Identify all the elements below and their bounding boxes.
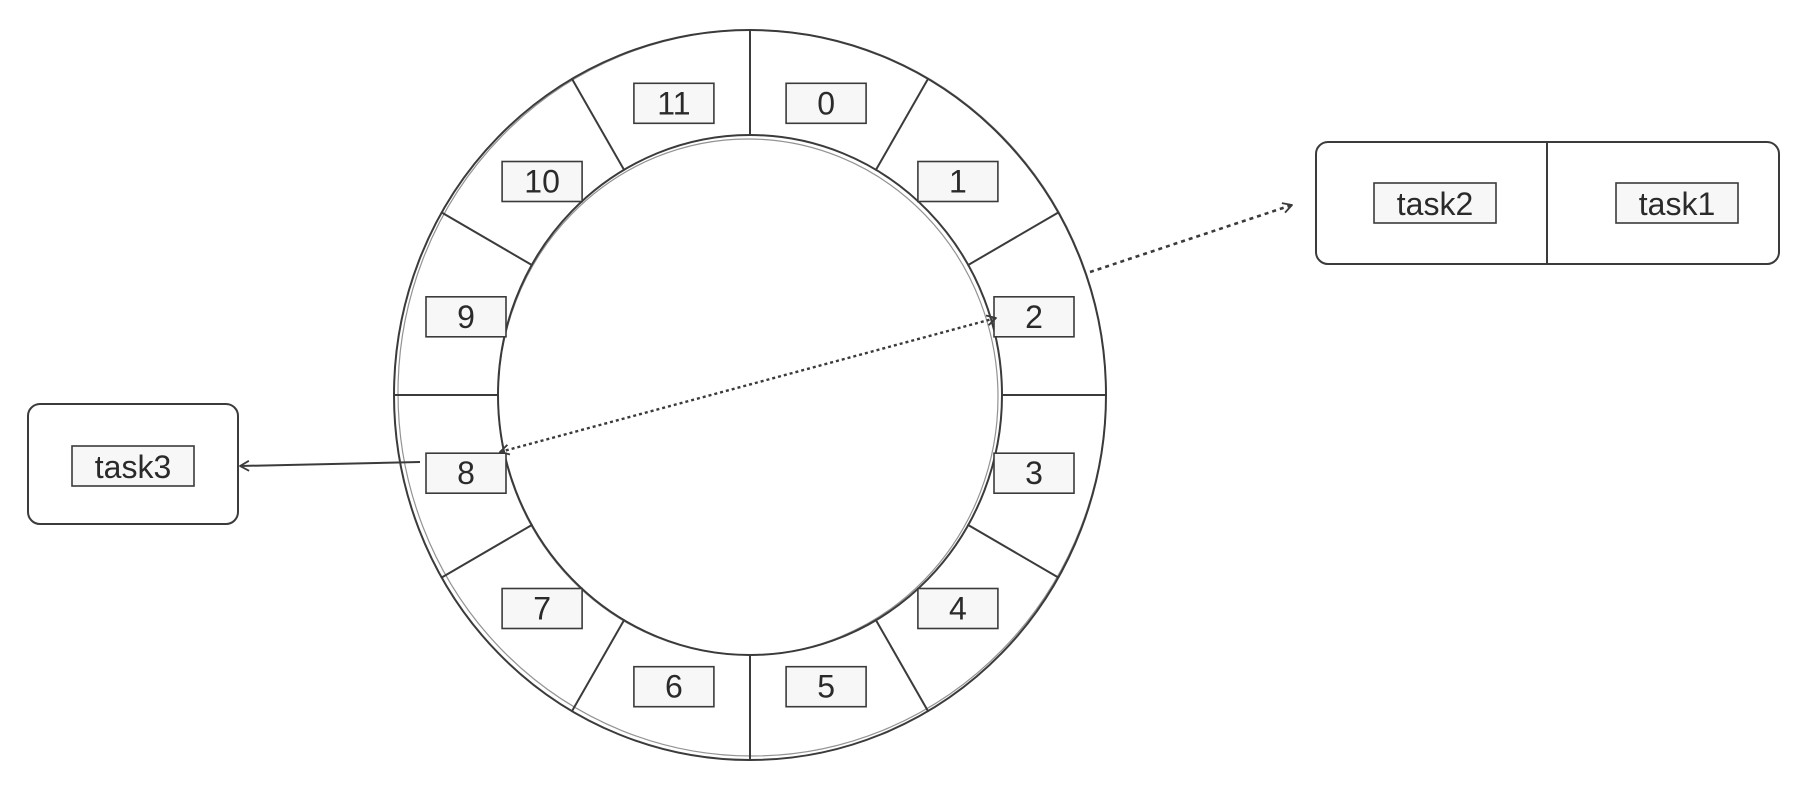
slot-label-box: [633, 665, 715, 708]
slot-label-box: [501, 160, 583, 203]
slot-divider: [875, 77, 929, 171]
slot-label-box: [501, 587, 583, 630]
slot-11: 11: [633, 82, 715, 125]
slot-label: 0: [817, 85, 835, 121]
slot-7: 7: [501, 587, 583, 630]
slot-label: 1: [949, 164, 967, 200]
slot-8: 8: [425, 452, 507, 495]
wheel-slot-dividers: [393, 29, 1107, 761]
slot-3-task-arrow: [1089, 202, 1293, 274]
slot-label: 5: [817, 669, 835, 705]
task2-entry: task2: [1373, 182, 1497, 224]
task1-entry: task1: [1615, 182, 1739, 224]
slot-label-box: [785, 665, 867, 708]
slot-label-box: [993, 452, 1075, 495]
slot-1: 1: [917, 160, 999, 203]
slot-4: 4: [917, 587, 999, 630]
slot-9-task-list: task3: [27, 403, 239, 525]
slot-divider: [571, 619, 625, 713]
slot-divider: [967, 211, 1060, 266]
slot-label-box: [633, 82, 715, 125]
task3-entry: task3: [71, 445, 195, 487]
slot-divider: [571, 77, 625, 171]
slot-divider: [440, 211, 533, 266]
wheel-slot-labels: 0 1 2 3 4 5 6 7 8 9 10 11: [425, 82, 1075, 708]
task1-label: task1: [1639, 186, 1715, 222]
slot-label: 11: [657, 85, 690, 121]
task3-label: task3: [95, 449, 171, 485]
slot-label: 10: [524, 164, 560, 200]
slot-3: 3: [993, 452, 1075, 495]
slot-label-box: [785, 82, 867, 125]
slot-label-box: [425, 452, 507, 495]
wheel-inner-circle-sketch: [497, 138, 999, 656]
slot-label: 9: [457, 299, 475, 335]
slot-5: 5: [785, 665, 867, 708]
slot-10: 10: [501, 160, 583, 203]
slot-divider: [967, 524, 1060, 579]
slot-divider: [875, 619, 929, 713]
slot-label-box: [917, 160, 999, 203]
slot-3-task-list: task2 task1: [1315, 141, 1780, 265]
slot-9-task-arrow: [239, 460, 421, 472]
slot-label: 7: [533, 591, 551, 627]
slot-label: 3: [1025, 455, 1043, 491]
slot-label: 4: [949, 591, 967, 627]
slot-divider: [440, 524, 533, 579]
slot-label-box: [993, 295, 1075, 338]
slot-label-box: [917, 587, 999, 630]
current-tick-pointer: [499, 314, 997, 456]
slot-label: 6: [665, 669, 683, 705]
task3-container: [27, 403, 239, 525]
slot-label: 8: [457, 455, 475, 491]
task2-label: task2: [1397, 186, 1473, 222]
slot-6: 6: [633, 665, 715, 708]
slot-2: 2: [993, 295, 1075, 338]
timing-wheel: 0 1 2 3 4 5 6 7 8 9 10 11: [393, 29, 1107, 761]
slot-0: 0: [785, 82, 867, 125]
slot-9: 9: [425, 295, 507, 338]
slot-label: 2: [1025, 299, 1043, 335]
slot-label-box: [425, 295, 507, 338]
wheel-outer-ring-sketch: [397, 29, 1107, 757]
